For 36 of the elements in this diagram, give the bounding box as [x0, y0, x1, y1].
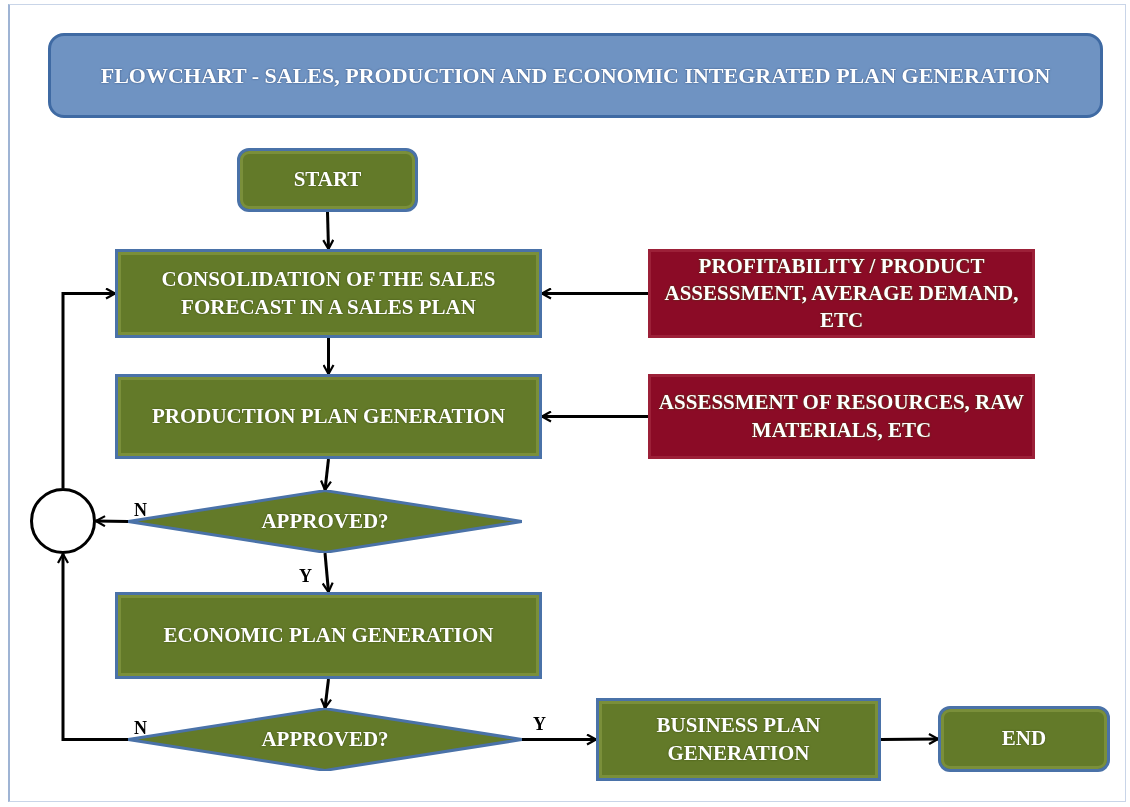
start-terminal	[237, 148, 418, 212]
title-banner: FLOWCHART - SALES, PRODUCTION AND ECONOMIC INTEGRATED PLAN GENERATION	[48, 33, 1103, 118]
arrow	[56, 552, 128, 741]
arrow	[322, 338, 335, 376]
node-label: CONSOLIDATION OF THE SALES FORECAST IN A SALES PLAN	[160, 266, 497, 321]
node-label: END	[1000, 725, 1048, 753]
edge-label: N	[134, 718, 147, 739]
arrow	[319, 458, 333, 492]
decision-diamond	[128, 490, 522, 553]
arrow	[881, 733, 940, 746]
node-label: BUSINESS PLAN GENERATION	[655, 712, 822, 767]
process-box	[115, 374, 542, 459]
decision-diamond	[128, 708, 522, 771]
node-label: PRODUCTION PLAN GENERATION	[150, 402, 507, 430]
edge-label: Y	[533, 714, 546, 735]
edge-label: Y	[299, 566, 312, 587]
arrow	[321, 552, 334, 594]
arrow	[94, 515, 129, 528]
edge-label: N	[134, 500, 147, 521]
node-label: START	[292, 166, 363, 194]
node-label: APPROVED?	[260, 725, 390, 753]
node-label: ASSESSMENT OF RESOURCES, RAW MATERIALS, ETC	[657, 389, 1026, 444]
arrow	[540, 287, 648, 300]
process-box	[596, 698, 881, 781]
input-box	[648, 374, 1035, 459]
node-label: PROFITABILITY / PRODUCT ASSESSMENT, AVERAGE DEMAND, ETC	[663, 252, 1020, 335]
process-box	[115, 249, 542, 338]
arrow	[322, 211, 335, 251]
arrow	[320, 678, 333, 710]
arrow	[522, 733, 598, 746]
end-terminal	[938, 706, 1110, 772]
process-box	[115, 592, 542, 679]
arrow	[540, 410, 648, 423]
node-label: ECONOMIC PLAN GENERATION	[162, 621, 495, 649]
node-label: APPROVED?	[260, 507, 390, 535]
arrow	[61, 287, 117, 488]
